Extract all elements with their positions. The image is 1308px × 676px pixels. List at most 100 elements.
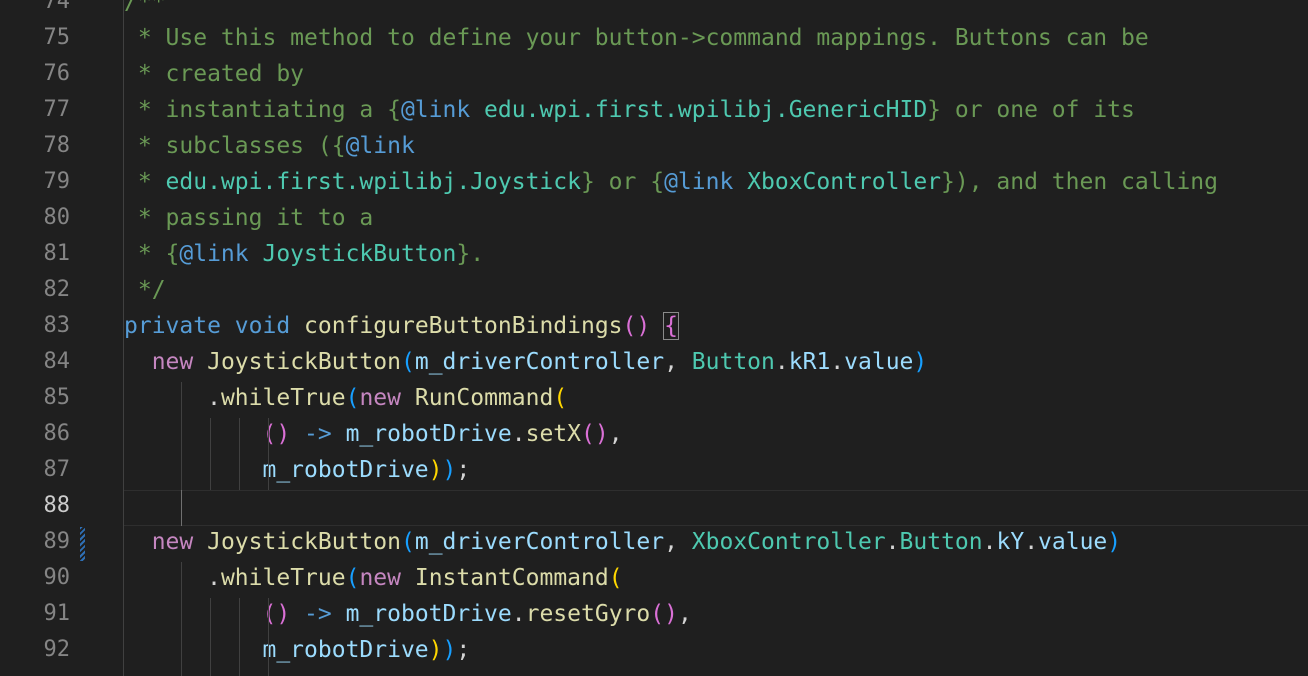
line-number[interactable]: 88 [43,493,71,518]
line-code[interactable]: () -> m_robotDrive.resetGyro(), [124,596,691,632]
code-token: . [774,349,789,375]
code-line[interactable]: 77 * instantiating a {@link edu.wpi.firs… [0,92,1308,128]
code-token: ( [553,385,568,411]
line-number[interactable]: 90 [43,565,71,590]
code-line[interactable]: 76 * created by [0,56,1308,92]
code-token: * passing it to a [124,205,374,231]
line-code[interactable]: * edu.wpi.first.wpilibj.Joystick} or {@l… [124,164,1218,200]
code-line[interactable]: 74 /** [0,0,1308,20]
code-line[interactable]: 83 private void configureButtonBindings()… [0,308,1308,344]
line-code[interactable]: new JoystickButton(m_driverController, X… [124,524,1121,560]
code-line[interactable]: 75 * Use this method to define your butt… [0,20,1308,56]
code-token: . [207,385,221,411]
code-token: whileTrue [220,565,346,591]
line-code[interactable]: */ [124,272,166,308]
line-number[interactable]: 86 [43,421,71,446]
line-code[interactable]: private void configureButtonBindings() { [124,308,679,344]
code-token [193,349,207,375]
line-code[interactable]: * passing it to a [124,200,373,236]
code-token [124,529,152,555]
line-code[interactable]: * subclasses ({@link [124,128,415,164]
code-line[interactable]: 86 () -> m_robotDrive.setX(), [0,416,1308,452]
code-line[interactable]: 79 * edu.wpi.first.wpilibj.Joystick} or … [0,164,1308,200]
code-line[interactable]: 91 () -> m_robotDrive.resetGyro(), [0,596,1308,632]
code-line[interactable]: 85 .whileTrue(new RunCommand( [0,380,1308,416]
code-line[interactable]: 90 .whileTrue(new InstantCommand( [0,560,1308,596]
code-token: ) [428,457,443,483]
code-token: . [885,529,900,555]
line-number[interactable]: 89 [43,529,71,554]
code-token: () [262,601,291,627]
line-code[interactable]: * instantiating a {@link edu.wpi.first.w… [124,92,1135,128]
line-number[interactable]: 85 [43,385,71,410]
code-line[interactable]: 92 m_robotDrive)); [0,632,1308,668]
code-token: configureButtonBindings [304,313,623,339]
code-token: edu.wpi.first.wpilibj.GenericHID [470,97,928,123]
indent-guide [268,598,269,676]
code-token: ; [456,457,471,483]
code-token: InstantCommand [414,565,609,591]
code-token: * Use this method to define your button-… [124,25,1149,51]
code-token: JoystickButton [248,241,457,267]
code-token: { [663,312,679,340]
code-token: . [830,349,845,375]
code-token [124,349,152,375]
line-number[interactable]: 91 [43,601,71,626]
code-line[interactable]: 87 m_robotDrive)); [0,452,1308,488]
code-token: m_robotDrive [262,637,429,663]
code-token: m_driverController [414,529,665,555]
line-code[interactable]: * {@link JoystickButton}. [124,236,484,272]
line-number[interactable]: 84 [43,349,71,374]
line-code[interactable]: .whileTrue(new RunCommand( [124,380,567,416]
code-token: @link [345,133,415,159]
line-number[interactable]: 74 [43,0,71,14]
code-line[interactable]: 81 * {@link JoystickButton}. [0,236,1308,272]
code-token: Button [691,349,775,375]
code-line[interactable]: 84 new JoystickButton(m_driverController… [0,344,1308,380]
code-token: ( [345,385,360,411]
line-code[interactable]: * created by [124,56,304,92]
code-line[interactable]: 89 new JoystickButton(m_driverController… [0,524,1308,560]
code-token: @link [664,169,734,195]
code-token: /** [124,0,166,15]
line-number[interactable]: 82 [43,277,71,302]
line-code[interactable]: new JoystickButton(m_driverController, B… [124,344,928,380]
line-number[interactable]: 78 [43,133,71,158]
current-line-highlight [124,490,1308,526]
line-number-gutter[interactable] [0,0,120,676]
line-code[interactable]: * Use this method to define your button-… [124,20,1149,56]
line-code[interactable]: m_robotDrive)); [124,632,470,668]
code-token [401,385,415,411]
line-number[interactable]: 76 [43,61,71,86]
code-token: resetGyro [525,601,651,627]
code-token: ( [345,565,360,591]
indent-guide [181,382,182,526]
line-code[interactable]: /** [124,0,166,20]
modified-line-indicator[interactable] [80,527,85,561]
code-line[interactable]: 82 */ [0,272,1308,308]
line-number[interactable]: 81 [43,241,71,266]
code-token: , [608,421,623,447]
line-code[interactable]: m_robotDrive)); [124,452,470,488]
line-number[interactable]: 75 [43,25,71,50]
line-number[interactable]: 80 [43,205,71,230]
code-line[interactable]: 80 * passing it to a [0,200,1308,236]
code-token: m_driverController [414,349,665,375]
line-number[interactable]: 77 [43,97,71,122]
line-code[interactable]: .whileTrue(new InstantCommand( [124,560,622,596]
line-code[interactable]: () -> m_robotDrive.setX(), [124,416,623,452]
line-number[interactable]: 79 [43,169,71,194]
line-number[interactable]: 87 [43,457,71,482]
code-token [221,313,235,339]
line-number[interactable]: 92 [43,637,71,662]
code-token: . [511,601,526,627]
code-token: m_robotDrive [345,421,512,447]
indent-guide [239,598,240,676]
line-number[interactable]: 83 [43,313,71,338]
code-token: @link [179,241,249,267]
code-line[interactable]: 78 * subclasses ({@link [0,128,1308,164]
code-token: */ [124,277,166,303]
code-token: new [151,349,194,375]
code-line[interactable]: 88 [0,488,1308,524]
